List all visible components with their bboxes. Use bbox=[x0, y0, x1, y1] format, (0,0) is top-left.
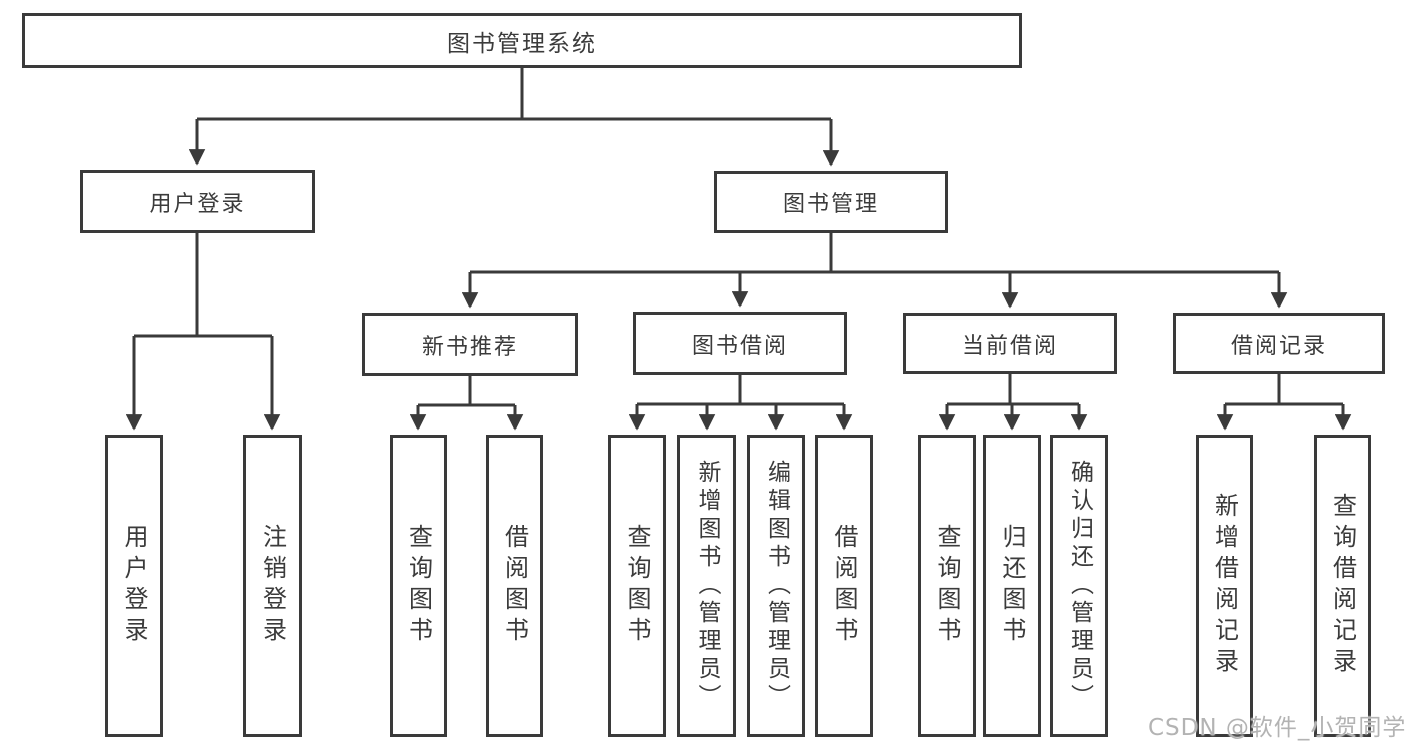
leaf-label: 用户登录 bbox=[120, 524, 148, 648]
leaf-label: 确认归还（管理员） bbox=[1066, 460, 1093, 712]
csdn-watermark: CSDN @软件_小贺同学 bbox=[1148, 715, 1405, 741]
leaf-label: 查询借阅记录 bbox=[1328, 493, 1357, 679]
node-label: 图书借阅 bbox=[691, 333, 788, 359]
leaf-logout: 注销登录 bbox=[243, 435, 302, 737]
leaf-add-borrow-record: 新增借阅记录 bbox=[1196, 435, 1253, 737]
leaf-label: 新增借阅记录 bbox=[1210, 493, 1239, 679]
leaf-query-books-1: 查询图书 bbox=[390, 435, 447, 737]
leaf-label: 注销登录 bbox=[258, 524, 287, 648]
leaf-add-books-admin: 新增图书（管理员） bbox=[677, 435, 736, 737]
leaf-return-books: 归还图书 bbox=[983, 435, 1041, 737]
leaf-query-borrow-record: 查询借阅记录 bbox=[1314, 435, 1371, 737]
leaf-user-login: 用户登录 bbox=[105, 435, 163, 737]
leaf-borrow-books-2: 借阅图书 bbox=[815, 435, 873, 737]
node-label: 图书管理 bbox=[782, 192, 879, 217]
node-book-borrowing: 图书借阅 bbox=[633, 312, 847, 375]
node-label: 当前借阅 bbox=[961, 333, 1058, 359]
node-book-management: 图书管理 bbox=[714, 171, 948, 233]
leaf-label: 新增图书（管理员） bbox=[694, 460, 720, 712]
node-current-borrowing: 当前借阅 bbox=[903, 313, 1117, 374]
leaf-label: 查询图书 bbox=[623, 524, 651, 648]
leaf-label: 归还图书 bbox=[998, 524, 1026, 648]
leaf-borrow-books-1: 借阅图书 bbox=[486, 435, 543, 737]
leaf-query-books-3: 查询图书 bbox=[918, 435, 976, 737]
leaf-label: 借阅图书 bbox=[500, 524, 529, 648]
node-label: 图书管理系统 bbox=[447, 30, 597, 57]
node-borrowing-records: 借阅记录 bbox=[1173, 313, 1385, 374]
node-label: 新书推荐 bbox=[421, 334, 518, 360]
leaf-label: 借阅图书 bbox=[830, 524, 858, 648]
leaf-label: 编辑图书（管理员） bbox=[763, 460, 790, 712]
leaf-label: 查询图书 bbox=[933, 524, 961, 648]
leaf-edit-books-admin: 编辑图书（管理员） bbox=[747, 435, 805, 737]
node-label: 用户登录 bbox=[149, 191, 246, 217]
leaf-label: 查询图书 bbox=[404, 524, 433, 648]
leaf-query-books-2: 查询图书 bbox=[608, 435, 666, 737]
node-user-login: 用户登录 bbox=[80, 170, 315, 233]
node-label: 借阅记录 bbox=[1230, 333, 1327, 359]
leaf-confirm-return-admin: 确认归还（管理员） bbox=[1050, 435, 1108, 737]
node-library-management-system: 图书管理系统 bbox=[22, 13, 1022, 68]
node-new-book-recommend: 新书推荐 bbox=[362, 313, 578, 376]
